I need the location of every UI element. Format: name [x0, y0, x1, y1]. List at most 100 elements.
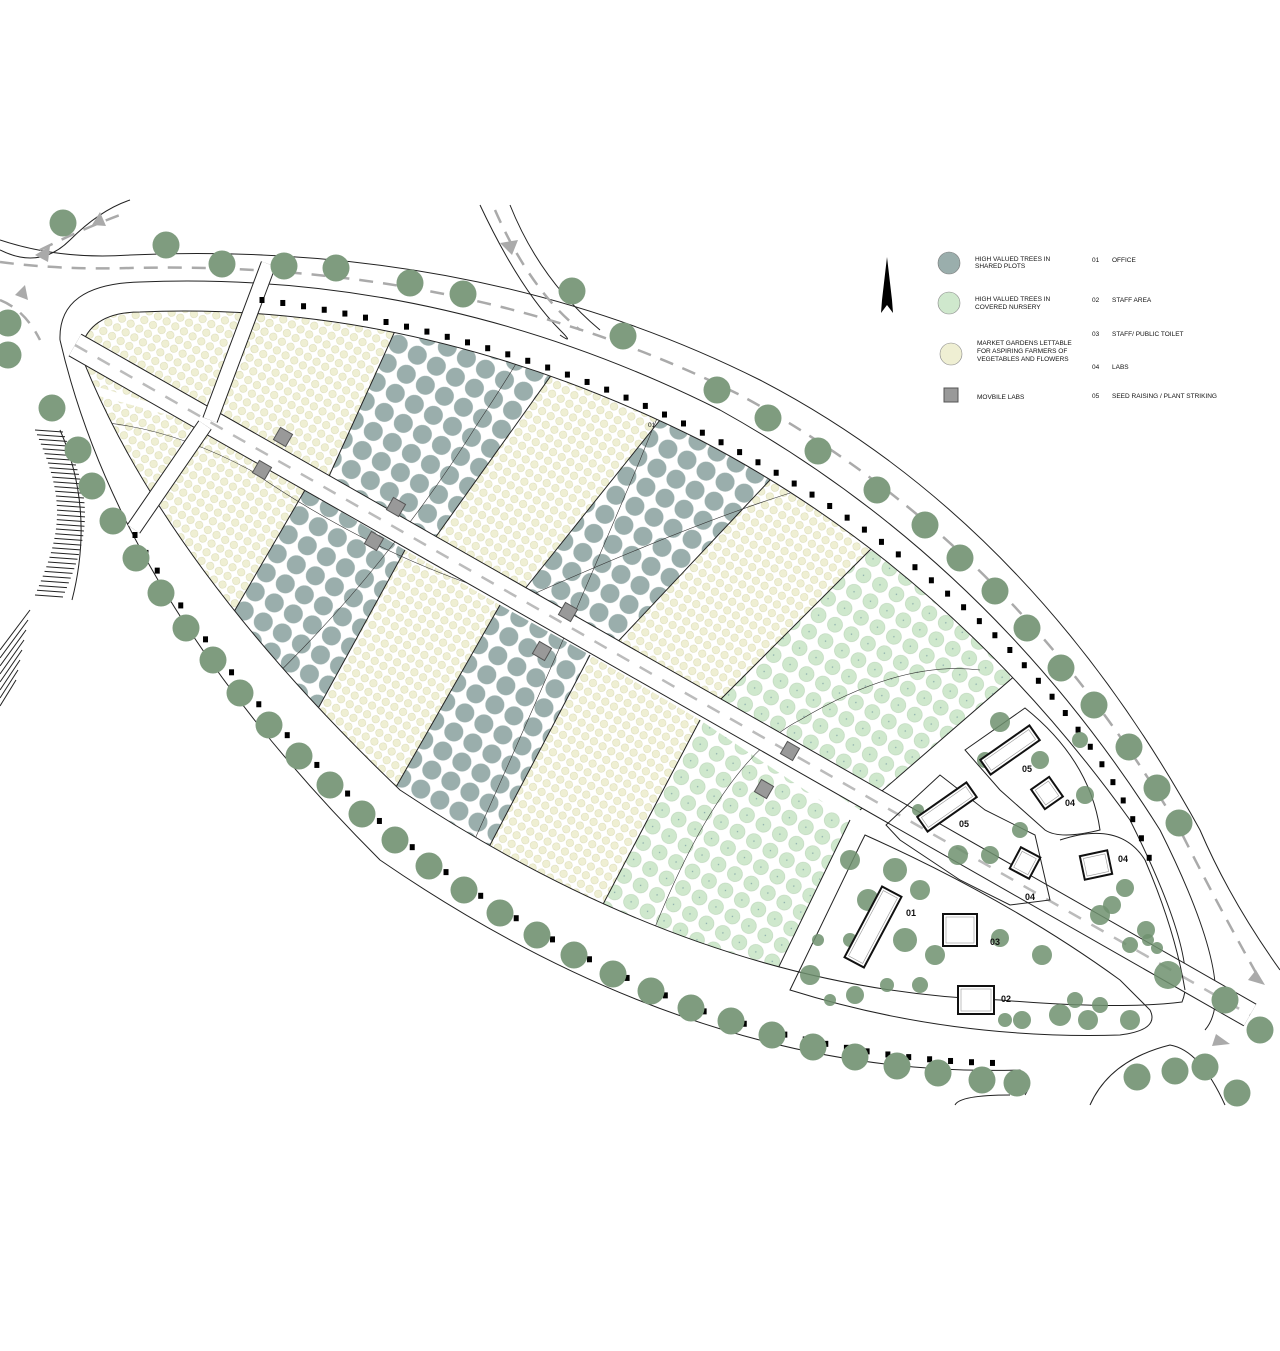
perimeter-trees [0, 209, 1274, 1107]
movable-lab-icon [272, 426, 294, 448]
bollard-marker [755, 459, 761, 466]
parking-stripe [36, 589, 66, 593]
parking-stripe [56, 509, 86, 513]
contour-line [649, 668, 981, 941]
parking-stripe [49, 556, 78, 560]
tree-icon [599, 960, 627, 988]
tree-icon [396, 269, 424, 297]
tree-icon [717, 1007, 745, 1035]
bollard-marker [623, 394, 629, 401]
tree-icon [1032, 945, 1052, 965]
tree-icon [1067, 992, 1083, 1008]
bollard-marker [132, 532, 138, 538]
bollard-marker [342, 310, 348, 317]
tree-icon [38, 394, 66, 422]
tree-icon [1116, 879, 1134, 897]
cross-path [127, 421, 211, 533]
tree-icon [1151, 942, 1163, 954]
movable-lab-icon [753, 778, 775, 800]
bollard-marker [604, 386, 610, 393]
legend-label: FOR ASPIRING FARMERS OF [977, 348, 1067, 355]
tree-icon [1123, 1063, 1151, 1091]
tree-icon [316, 771, 344, 799]
legend-label: HIGH VALUED TREES IN [975, 256, 1051, 263]
tree-icon [925, 945, 945, 965]
building-interior [960, 988, 992, 1012]
tree-icon [381, 826, 409, 854]
bollard-marker [409, 844, 415, 851]
legend-label: SHARED PLOTS [975, 263, 1026, 270]
bollard-marker [737, 449, 743, 456]
bollard-marker [478, 892, 484, 899]
bollard-marker [1120, 797, 1126, 804]
parking-stripe [55, 528, 84, 532]
parking-stripe [40, 580, 69, 584]
legend: HIGH VALUED TREES IN SHARED PLOTS HIGH V… [937, 251, 1217, 403]
north-arrow-icon [881, 257, 893, 313]
bollard-marker [376, 817, 382, 824]
bollard-marker [443, 869, 449, 876]
legend-label: MOVBILE LABS [977, 394, 1025, 401]
bollard-marker [1087, 743, 1093, 750]
building-label-lab: 04 [1118, 854, 1128, 864]
bollard-marker [314, 761, 320, 768]
parking-stripe [52, 547, 81, 551]
bollard-marker [1075, 726, 1081, 733]
tree-icon [322, 254, 350, 282]
parking-stripe [46, 566, 75, 570]
tree-icon [981, 577, 1009, 605]
bollard-marker [1110, 779, 1116, 786]
bollard-marker [1035, 677, 1041, 684]
parking-stripe [53, 542, 82, 546]
tree-icon [226, 679, 254, 707]
bollard-marker [741, 1020, 747, 1027]
parking-stripe [44, 570, 73, 574]
tree-icon [1078, 1010, 1098, 1030]
bollard-marker [154, 567, 160, 574]
bollard-marker [465, 339, 471, 346]
tree-icon [1013, 1011, 1031, 1029]
bollard-marker [968, 1059, 974, 1066]
perimeter-roads [0, 199, 1280, 1106]
tree-icon [99, 507, 127, 535]
building-label-toilet: 03 [990, 937, 1000, 947]
parking-stripe [0, 659, 21, 691]
building-interior [921, 786, 973, 828]
tree-icon [990, 712, 1010, 732]
bollard-marker [1099, 761, 1105, 768]
tree-icon [1049, 1004, 1071, 1026]
tree-icon [677, 994, 705, 1022]
bollard-marker [992, 632, 998, 639]
legend-label: COVERED NURSERY [975, 304, 1041, 311]
tree-icon [1161, 1057, 1189, 1085]
legend-keys: 01 OFFICE 02 STAFF AREA 03 STAFF/ PUBLIC… [1092, 257, 1217, 400]
bollard-marker [525, 357, 531, 364]
bollard-marker [256, 701, 262, 708]
tree-icon [415, 852, 443, 880]
cross-path [203, 261, 276, 423]
bollard-marker [229, 669, 235, 676]
buildings [843, 724, 1114, 1015]
building [957, 985, 995, 1015]
bollard-marker [861, 526, 867, 533]
tree-icon [1191, 1053, 1219, 1081]
bollard-marker [976, 618, 982, 625]
shared-plot [325, 311, 743, 545]
movable-lab-icon [363, 530, 385, 552]
direction-arrows [15, 212, 1265, 1046]
tree-icon [199, 646, 227, 674]
movable-lab-icon [557, 601, 579, 623]
building [843, 885, 903, 969]
bollard-marker [878, 538, 884, 545]
plot-boundary [649, 819, 851, 1006]
tree-icon [558, 277, 586, 305]
legend-label: MARKET GARDENS LETTABLE [977, 340, 1072, 347]
bollard-marker [624, 974, 630, 981]
parking-stripe [0, 669, 19, 699]
bollard-marker [584, 378, 590, 385]
parking-stripe [56, 514, 86, 518]
bollard-marker [928, 577, 934, 584]
tree-icon [486, 899, 514, 927]
bollard-marker [1049, 693, 1055, 700]
